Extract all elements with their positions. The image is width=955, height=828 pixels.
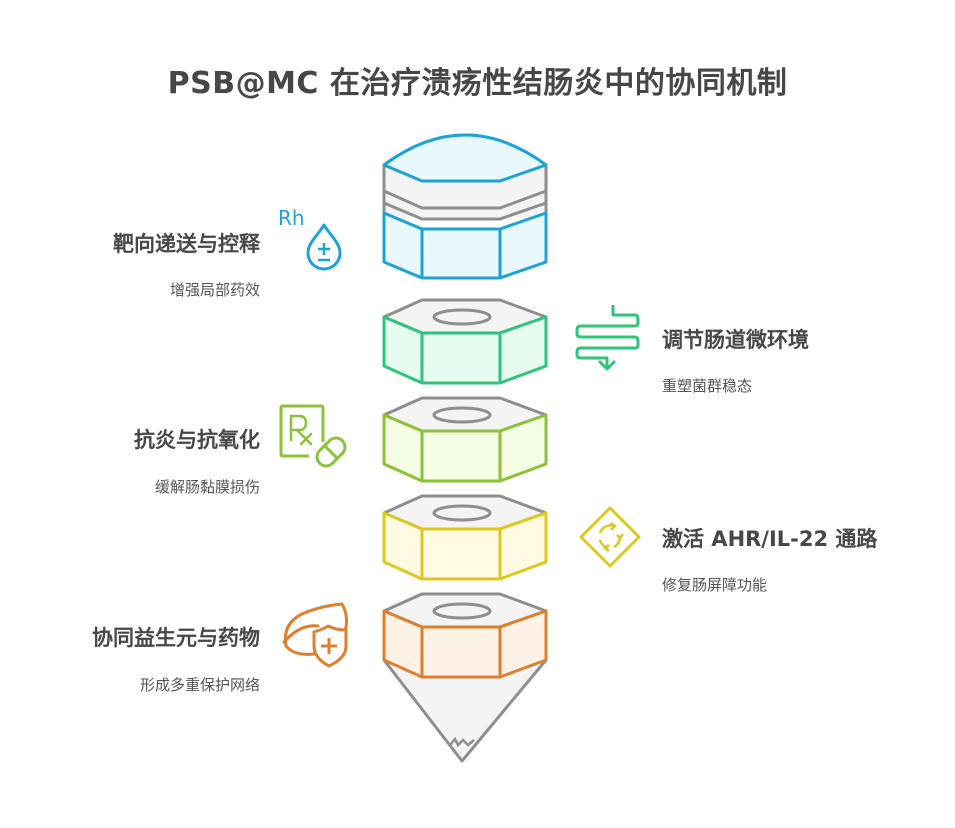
bolt-diagram: [382, 133, 548, 763]
nut-yellow: [382, 494, 548, 581]
bolt-head-blue: [382, 133, 548, 280]
item-4-heading: 激活 AHR/IL-22 通路: [662, 527, 878, 551]
item-3-subtitle: 缓解肠黏膜损伤: [154, 478, 260, 496]
item-3-heading: 抗炎与抗氧化: [134, 428, 260, 452]
item-4-subtitle: 修复肠屏障功能: [662, 576, 768, 594]
item-5-heading: 协同益生元与药物: [92, 626, 260, 650]
item-2-subtitle: 重塑菌群稳态: [662, 377, 753, 395]
nut-orange-tip: [382, 592, 548, 763]
item-5-subtitle: 形成多重保护网络: [139, 676, 260, 694]
item-1-heading: 靶向递送与控释: [113, 232, 260, 256]
item-2-heading: 调节肠道微环境: [662, 328, 809, 352]
leaf-shield-icon: [280, 600, 360, 672]
page-title: PSB@MC 在治疗溃疡性结肠炎中的协同机制: [167, 66, 788, 101]
rh-drop-icon: Rh: [278, 203, 358, 273]
prescription-pill-icon: [279, 404, 349, 470]
item-1-subtitle: 增强局部药效: [169, 281, 260, 299]
rh-label: Rh: [278, 206, 305, 230]
nut-green: [382, 298, 548, 385]
nut-lime: [382, 396, 548, 483]
intestine-flow-icon: [575, 303, 640, 373]
cycle-diamond-icon: [578, 505, 642, 569]
